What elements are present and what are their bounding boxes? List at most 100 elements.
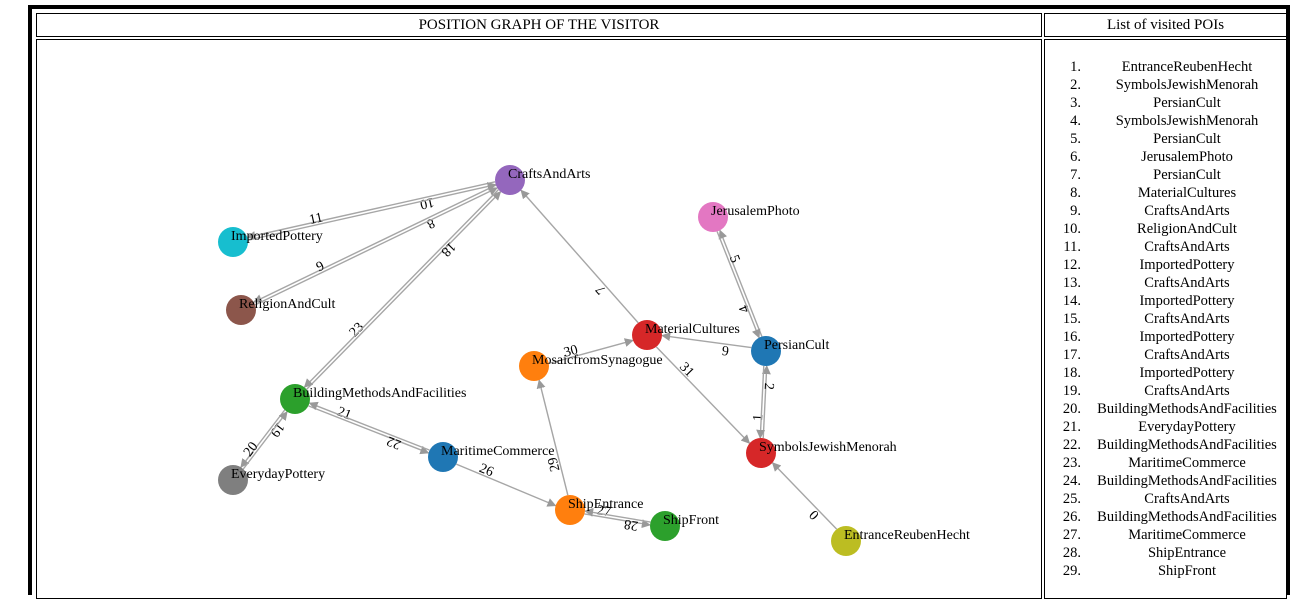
node-circle[interactable] (751, 336, 781, 366)
edge-persian-cult-to-jerusalem-photo (718, 229, 763, 337)
visited-poi-item: 12. ImportedPottery (1045, 256, 1286, 274)
visited-poi-number: 4. (1070, 113, 1081, 129)
graph-title: POSITION GRAPH OF THE VISITOR (418, 17, 660, 33)
node-building-methods-and-facilities[interactable]: BuildingMethodsAndFacilities (280, 384, 466, 414)
visited-poi-number: 22. (1062, 437, 1081, 453)
node-label: PersianCult (764, 338, 829, 353)
node-circle[interactable] (555, 495, 585, 525)
edge-step-label: 11 (308, 210, 324, 228)
node-circle[interactable] (226, 295, 256, 325)
poi-list-title: List of visited POIs (1106, 17, 1225, 33)
node-circle[interactable] (428, 442, 458, 472)
visited-poi-item: 2. SymbolsJewishMenorah (1045, 76, 1286, 94)
graph-header: POSITION GRAPH OF THE VISITOR (36, 13, 1042, 37)
edge-mosaicfrom-synagogue-to-material-cultures (548, 338, 634, 365)
visited-poi-number: 24. (1062, 473, 1081, 489)
node-religion-and-cult[interactable]: ReligionAndCult (226, 295, 336, 325)
edge-ship-entrance-to-mosaicfrom-synagogue (536, 379, 569, 496)
edge-step-label: 20 (241, 440, 261, 460)
visited-poi-name: MaritimeCommerce (1128, 527, 1246, 543)
node-imported-pottery[interactable]: ImportedPottery (218, 227, 323, 257)
visited-poi-number: 3. (1070, 95, 1081, 111)
visited-poi-item: 5. PersianCult (1045, 130, 1286, 148)
edge-imported-pottery-to-crafts-and-arts (247, 182, 497, 241)
visited-poi-item: 13.CraftsAndArts (1045, 274, 1286, 292)
visited-poi-number: 1. (1070, 59, 1081, 75)
node-maritime-commerce[interactable]: MaritimeCommerce (428, 442, 555, 472)
visited-poi-name: PersianCult (1153, 131, 1221, 147)
visited-poi-number: 15. (1062, 311, 1081, 327)
node-circle[interactable] (519, 351, 549, 381)
node-circle[interactable] (831, 526, 861, 556)
visited-poi-name: EntranceReubenHecht (1121, 59, 1253, 75)
edge-step-label: 4 (737, 303, 754, 315)
visited-poi-item: 23.MaritimeCommerce (1045, 454, 1286, 472)
edge-step-label: 27 (596, 503, 612, 520)
visited-poi-number: 12. (1062, 257, 1081, 273)
node-persian-cult[interactable]: PersianCult (751, 336, 829, 366)
edge-step-label: 10 (418, 194, 435, 212)
node-crafts-and-arts[interactable]: CraftsAndArts (495, 165, 590, 195)
edge-maritime-commerce-to-ship-entrance (455, 463, 557, 507)
visited-poi-number: 20. (1062, 401, 1081, 417)
node-circle[interactable] (218, 465, 248, 495)
node-label: CraftsAndArts (508, 167, 590, 182)
visited-poi-name: ShipFront (1157, 563, 1216, 579)
visited-poi-name: SymbolsJewishMenorah (1115, 77, 1259, 93)
edge-ship-entrance-to-ship-front (584, 513, 651, 529)
edge-crafts-and-arts-to-imported-pottery (246, 181, 496, 240)
node-jerusalem-photo[interactable]: JerusalemPhoto (698, 202, 800, 232)
node-ship-front[interactable]: ShipFront (650, 511, 719, 541)
poi-list-panel: 1. EntranceReubenHecht 2. SymbolsJewishMeno… (1044, 39, 1287, 599)
visited-poi-item: 27.MaritimeCommerce (1045, 526, 1286, 544)
node-circle[interactable] (495, 165, 525, 195)
edge-step-label: 7 (593, 282, 609, 297)
node-label: MosaicfromSynagogue (532, 353, 663, 368)
node-everyday-pottery[interactable]: EverydayPottery (218, 465, 325, 495)
visited-poi-name: CraftsAndArts (1144, 491, 1230, 507)
visited-poi-name: ImportedPottery (1139, 257, 1235, 273)
visited-poi-number: 23. (1062, 455, 1081, 471)
visited-poi-number: 25. (1062, 491, 1081, 507)
visited-poi-number: 11. (1063, 239, 1081, 255)
visited-poi-name: ReligionAndCult (1137, 221, 1237, 237)
node-label: EntranceReubenHecht (844, 528, 970, 543)
poi-list-header: List of visited POIs (1044, 13, 1287, 37)
visitor-dashboard-frame: POSITION GRAPH OF THE VISITOR List of vi… (28, 5, 1290, 599)
edge-building-methods-and-facilities-to-maritime-commerce (308, 405, 430, 455)
visited-poi-item: 4.SymbolsJewishMenorah (1045, 112, 1286, 130)
node-circle[interactable] (280, 384, 310, 414)
visited-poi-number: 19. (1062, 383, 1081, 399)
edge-step-label: 29 (546, 456, 564, 473)
visited-poi-item: 29.ShipFront (1045, 562, 1286, 580)
node-label: JerusalemPhoto (711, 204, 800, 219)
node-label: ShipEntrance (568, 497, 643, 512)
node-ship-entrance[interactable]: ShipEntrance (555, 495, 643, 525)
node-symbols-jewish-menorah[interactable]: SymbolsJewishMenorah (746, 438, 897, 468)
node-label: EverydayPottery (231, 467, 325, 482)
edge-persian-cult-to-symbols-jewish-menorah (756, 365, 766, 439)
visited-poi-item: 19.CraftsAndArts (1045, 382, 1286, 400)
node-material-cultures[interactable]: MaterialCultures (632, 320, 740, 350)
visited-poi-item: 25. CraftsAndArts (1045, 490, 1286, 508)
edge-step-label: 30 (562, 343, 579, 361)
node-mosaicfrom-synagogue[interactable]: MosaicfromSynagogue (519, 351, 663, 381)
node-circle[interactable] (698, 202, 728, 232)
node-label: ReligionAndCult (239, 297, 336, 312)
node-circle[interactable] (218, 227, 248, 257)
visited-poi-number: 2. (1070, 77, 1081, 93)
edge-step-label: 22 (385, 433, 404, 452)
node-circle[interactable] (650, 511, 680, 541)
node-label: SymbolsJewishMenorah (759, 440, 897, 455)
edge-entrance-reuben-hecht-to-symbols-jewish-menorah (771, 462, 838, 530)
visited-poi-item: 26.BuildingMethodsAndFacilities (1045, 508, 1286, 526)
visited-poi-name: CraftsAndArts (1144, 239, 1230, 255)
visited-poi-number: 5. (1070, 131, 1081, 147)
node-entrance-reuben-hecht[interactable]: EntranceReubenHecht (831, 526, 970, 556)
node-circle[interactable] (632, 320, 662, 350)
node-circle[interactable] (746, 438, 776, 468)
node-label: MaterialCultures (645, 322, 740, 337)
visited-poi-name: BuildingMethodsAndFacilities (1097, 437, 1277, 453)
